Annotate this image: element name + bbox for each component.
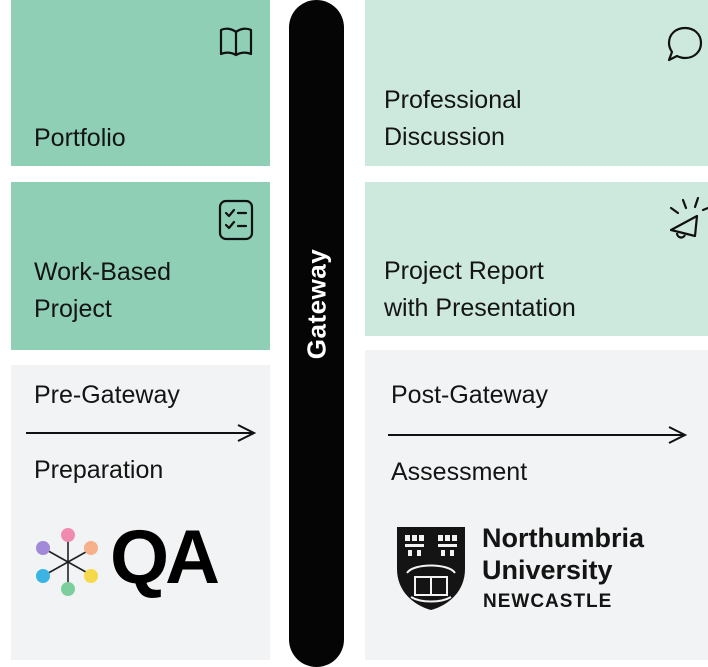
qa-logo-text: QA	[110, 515, 220, 600]
post-gateway-arrow	[388, 426, 688, 444]
professional-discussion-label-line1: Professional	[384, 86, 522, 114]
pre-gateway-arrow	[26, 424, 257, 442]
book-icon	[219, 27, 253, 57]
post-gateway-panel: Post-Gateway Assessment	[365, 350, 708, 660]
megaphone-icon	[669, 196, 708, 239]
post-gateway-label: Post-Gateway	[391, 381, 549, 409]
gateway-bar: Gateway	[289, 0, 344, 667]
speech-bubble-icon	[667, 26, 703, 62]
university-name-line2: University	[482, 555, 613, 585]
portfolio-card: Portfolio	[11, 0, 270, 166]
university-city: NEWCASTLE	[483, 591, 613, 612]
checklist-icon	[218, 199, 254, 241]
professional-discussion-card: Professional Discussion	[365, 0, 708, 166]
pre-gateway-label: Pre-Gateway	[34, 381, 180, 409]
pre-gateway-panel: Pre-Gateway Preparation	[11, 365, 270, 660]
portfolio-label: Portfolio	[34, 124, 126, 152]
work-based-project-label-line1: Work-Based	[34, 258, 172, 286]
gateway-label: Gateway	[301, 248, 331, 360]
professional-discussion-label-line2: Discussion	[384, 123, 505, 151]
work-based-project-card: Work-Based Project	[11, 182, 270, 350]
preparation-label: Preparation	[34, 456, 164, 484]
project-report-label-line1: Project Report	[384, 257, 544, 285]
work-based-project-label-line2: Project	[34, 295, 112, 323]
university-name-line1: Northumbria	[482, 523, 644, 553]
project-report-label-line2: with Presentation	[384, 294, 576, 322]
northumbria-crest-icon	[397, 527, 465, 610]
assessment-label: Assessment	[391, 458, 528, 486]
qa-logo-icon	[36, 528, 98, 596]
project-report-card: Project Report with Presentation	[365, 182, 708, 336]
